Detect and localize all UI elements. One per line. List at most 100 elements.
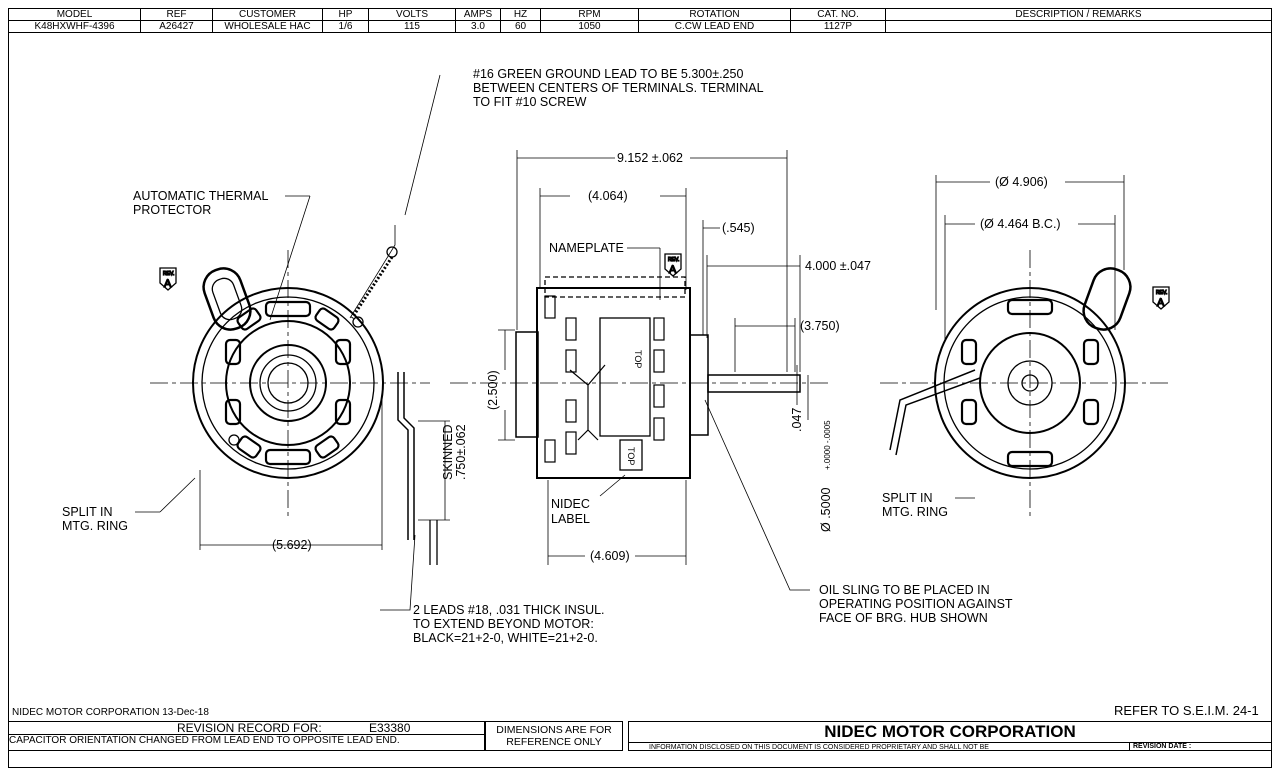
spec-value-row: K48HXWHF-4396 A26427 WHOLESALE HAC 1/6 1… bbox=[8, 20, 1272, 33]
revision-record-label: REVISION RECORD FOR: bbox=[177, 721, 322, 735]
drawing-line bbox=[1006, 450, 1054, 468]
skinned-label: SKINNED bbox=[441, 424, 455, 480]
drawing-line bbox=[135, 195, 416, 611]
dim-height: (2.500) bbox=[486, 370, 500, 410]
drawing-line bbox=[565, 399, 577, 423]
dim-047: .047 bbox=[790, 408, 804, 432]
drawing-line bbox=[960, 338, 978, 366]
drawing-line bbox=[653, 384, 665, 408]
revision-record: REVISION RECORD FOR: E33380 CAPACITOR OR… bbox=[8, 721, 485, 751]
drawing-line: #16 GREEN GROUND LEAD TO BE 5.300±.250 B… bbox=[62, 67, 1061, 645]
drawing-label: A bbox=[164, 278, 172, 290]
drawing-line bbox=[544, 439, 556, 463]
drawing-line bbox=[236, 435, 262, 459]
drawing-line bbox=[380, 534, 416, 611]
drawing-line bbox=[334, 398, 352, 426]
drawing-line bbox=[314, 307, 340, 331]
revision-note: CAPACITOR ORIENTATION CHANGED FROM LEAD … bbox=[9, 735, 400, 746]
rev-tag-mid: REV. A bbox=[664, 253, 682, 277]
leads-note-1: 2 LEADS #18, .031 THICK INSUL. bbox=[413, 603, 605, 617]
drawing-line bbox=[192, 287, 384, 479]
drawing-line bbox=[1082, 338, 1100, 366]
dim-shaft-usable: (3.750) bbox=[800, 319, 840, 333]
dim-shaft-extension: 4.000 ±.047 bbox=[805, 259, 871, 273]
ground-lead-note-2: BETWEEN CENTERS OF TERMINALS. TERMINAL bbox=[473, 81, 764, 95]
split-ring-left-1: SPLIT IN bbox=[62, 505, 112, 519]
dimensions-note: DIMENSIONS ARE FOR REFERENCE ONLY bbox=[485, 721, 623, 751]
oil-sling-note-2: OPERATING POSITION AGAINST bbox=[819, 597, 1013, 611]
drawing-line bbox=[619, 439, 643, 471]
drawing-line bbox=[664, 253, 682, 277]
drawing-line bbox=[935, 175, 1125, 499]
drawing-line bbox=[267, 362, 309, 404]
top-label-1: TOP bbox=[633, 350, 643, 368]
drawing-line bbox=[565, 349, 577, 373]
drawing-line bbox=[350, 256, 394, 319]
value-description bbox=[885, 20, 1272, 33]
value-hp: 1/6 bbox=[322, 20, 369, 33]
drawing-line bbox=[498, 150, 810, 591]
top-label-2: TOP bbox=[626, 447, 636, 465]
drawing-line bbox=[960, 298, 1100, 468]
dim-ring-diameter: (Ø 4.906) bbox=[995, 175, 1048, 189]
dim-545: (.545) bbox=[722, 221, 755, 235]
value-model: K48HXWHF-4396 bbox=[8, 20, 141, 33]
drawing-line bbox=[224, 338, 242, 366]
drawing-line bbox=[689, 334, 709, 436]
title-block: NIDEC MOTOR CORPORATION INFORMATION DISC… bbox=[628, 721, 1272, 751]
drawing-line bbox=[599, 474, 626, 497]
spec-header-row: MODEL REF CUSTOMER HP VOLTS AMPS HZ RPM … bbox=[8, 8, 1272, 21]
dim-shaft-diameter: Ø .5000 bbox=[819, 487, 833, 532]
drawing-line bbox=[1006, 298, 1054, 316]
thermal-protector-2: PROTECTOR bbox=[133, 203, 211, 217]
revision-number: E33380 bbox=[369, 721, 411, 735]
drawing-line bbox=[349, 74, 441, 319]
thermal-protector-1: AUTOMATIC THERMAL bbox=[133, 189, 268, 203]
value-customer: WHOLESALE HAC bbox=[212, 20, 323, 33]
dim-base-length: (4.609) bbox=[590, 549, 630, 563]
drawing-line bbox=[224, 398, 242, 426]
drawing-line bbox=[653, 417, 665, 441]
ground-lead-note-3: TO FIT #10 SCREW bbox=[473, 95, 587, 109]
drawing-line bbox=[565, 317, 577, 341]
drawing-line bbox=[352, 316, 364, 328]
drawing-line bbox=[1082, 398, 1100, 426]
drawing-line bbox=[264, 300, 312, 318]
skinned-dim: .750±.062 bbox=[454, 424, 468, 480]
motor-drawing: REV. A REV. A REV. A #16 GREEN GROUND LE… bbox=[62, 67, 1170, 645]
drawing-line bbox=[201, 296, 375, 470]
drawing-line bbox=[259, 354, 317, 412]
dim-shaft-tolerance: +.0000 -.0005 bbox=[823, 420, 832, 470]
refer-note: REFER TO S.E.I.M. 24-1 bbox=[1114, 703, 1259, 718]
drawing-line bbox=[202, 267, 252, 331]
value-hz: 60 bbox=[500, 20, 541, 33]
dim-left-width: (5.692) bbox=[272, 538, 312, 552]
drawing-label: A bbox=[669, 264, 677, 276]
drawing-line bbox=[707, 374, 801, 393]
drawing-label: REV. bbox=[668, 257, 679, 263]
rev-tag-left: REV. A bbox=[159, 267, 177, 291]
dim-overall-length: 9.152 ±.062 bbox=[617, 151, 683, 165]
left-end-view bbox=[150, 250, 450, 565]
dim-body-length: (4.064) bbox=[588, 189, 628, 203]
drawing-line bbox=[934, 287, 1126, 479]
dim-bolt-circle: (Ø 4.464 B.C.) bbox=[980, 217, 1061, 231]
drawing-line bbox=[569, 364, 606, 441]
drawing-line bbox=[960, 398, 978, 426]
drawing-label: REV. bbox=[1156, 290, 1167, 296]
right-end-view bbox=[880, 175, 1168, 520]
ground-lead-note-1: #16 GREEN GROUND LEAD TO BE 5.300±.250 bbox=[473, 67, 743, 81]
nidec-label-2: LABEL bbox=[551, 512, 590, 526]
drawing-line bbox=[236, 307, 262, 331]
drawing-line bbox=[565, 431, 577, 455]
drawing-line bbox=[314, 435, 340, 459]
drawing-line bbox=[224, 300, 352, 466]
leads-note-2: TO EXTEND BEYOND MOTOR: bbox=[413, 617, 594, 631]
drawing-line bbox=[515, 331, 539, 438]
drawing-line bbox=[397, 372, 415, 540]
drawing-line bbox=[1082, 267, 1132, 331]
drawing-line bbox=[264, 448, 312, 466]
drawing-line bbox=[269, 195, 311, 321]
split-ring-left-2: MTG. RING bbox=[62, 519, 128, 533]
rev-tag-right: REV. A bbox=[1152, 286, 1170, 310]
